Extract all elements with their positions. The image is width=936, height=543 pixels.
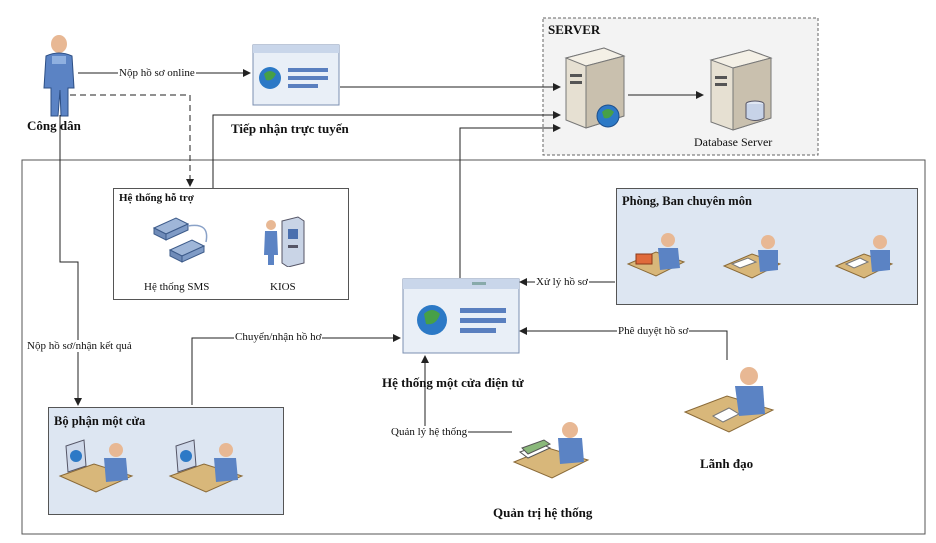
edge-label-manage: Quản lý hệ thống	[390, 426, 469, 438]
edge-label-submit-online: Nộp hồ sơ online	[118, 67, 196, 79]
edge-label-approve: Phê duyệt hồ sơ	[617, 325, 690, 337]
edge-onestop-to-server	[459, 124, 561, 278]
online-reception-label: Tiếp nhận trực tuyến	[231, 121, 349, 136]
edge-manage	[421, 355, 512, 433]
department-worker-3-icon	[834, 235, 894, 279]
edge-submit-receive	[59, 115, 82, 406]
support-system-title: Hệ thống hỗ trợ	[119, 192, 194, 204]
departments-title: Phòng, Ban chuyên môn	[622, 194, 752, 208]
department-worker-1-icon	[626, 233, 686, 277]
citizen-person-icon	[43, 35, 75, 117]
edge-approve	[519, 327, 728, 360]
desk-officer-1-icon	[58, 439, 134, 493]
edge-support-to-server	[212, 111, 561, 188]
database-server-icon	[709, 49, 773, 131]
edge-label-process: Xử lý hồ sơ	[535, 276, 589, 288]
edge-citizen-to-support	[70, 94, 194, 187]
citizen-label: Công dân	[27, 118, 81, 133]
admin-person-icon	[512, 422, 590, 479]
leader-person-icon	[683, 367, 775, 433]
kiosk-label: KIOS	[270, 281, 296, 293]
desk-officer-2-icon	[168, 439, 244, 493]
one-stop-desk-box	[48, 407, 284, 515]
online-reception-window-icon	[252, 44, 340, 106]
edge-label-transfer: Chuyển/nhận hồ hơ	[234, 331, 323, 343]
system-boundary	[21, 159, 926, 535]
department-worker-2-icon	[722, 235, 782, 279]
server-title: SERVER	[548, 22, 601, 37]
kiosk-icon	[264, 216, 305, 267]
support-system-box	[113, 188, 349, 300]
sms-phones-icon	[152, 217, 208, 263]
leader-label: Lãnh đạo	[700, 456, 754, 471]
edge-transfer	[191, 334, 401, 405]
edge-label-submit-receive: Nộp hồ sơ/nhận kết quả	[26, 340, 133, 352]
web-server-icon	[564, 47, 626, 129]
sms-system-label: Hệ thống SMS	[144, 281, 210, 293]
one-stop-desk-title: Bộ phận một cửa	[54, 414, 146, 428]
one-stop-system-window-icon	[402, 278, 520, 354]
one-stop-system-label: Hệ thống một cửa điện tử	[382, 375, 524, 390]
database-server-label: Database Server	[694, 135, 773, 149]
admin-label: Quản trị hệ thống	[493, 505, 593, 520]
